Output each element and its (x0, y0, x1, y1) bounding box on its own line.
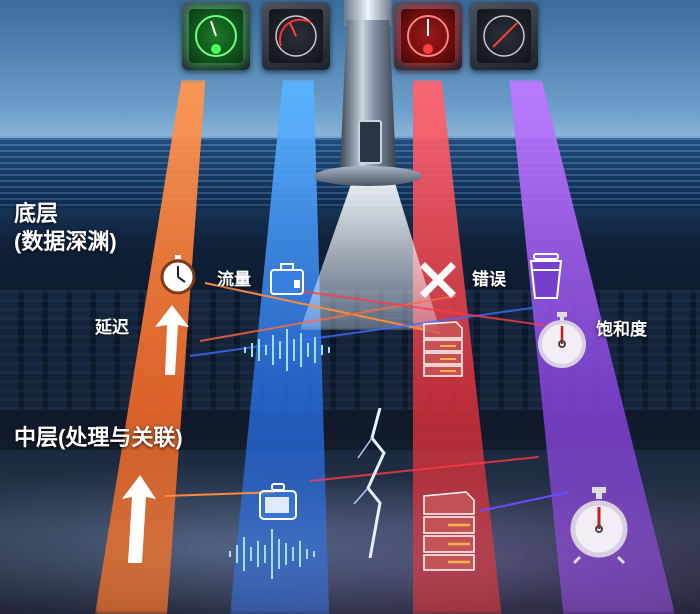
server-stack-icon (420, 490, 478, 572)
box-icon (257, 483, 301, 523)
waveform-icon (225, 527, 335, 582)
lighthouse-door (358, 120, 382, 164)
errors-label: 错误 (472, 270, 506, 289)
latency-label: 延迟 (95, 318, 129, 337)
x-icon (420, 262, 456, 298)
gauge-icon (407, 15, 449, 57)
lighthouse-base (314, 166, 422, 186)
bottom-layer-title: 底层 (数据深渊) (14, 200, 117, 256)
errors-gauge (394, 2, 462, 70)
bottom-layer-title-line2: (数据深渊) (14, 229, 117, 254)
gauge-dial (189, 9, 243, 63)
waveform-icon (240, 325, 340, 375)
lightning-icon (350, 408, 400, 558)
latency-gauge (182, 2, 250, 70)
bottom-layer-title-line1: 底层 (14, 201, 59, 226)
arrow-up-icon (120, 475, 156, 565)
middle-layer-title: 中层(处理与关联) (14, 425, 183, 450)
saturation-label: 饱和度 (596, 320, 647, 339)
stopwatch-icon (535, 310, 589, 370)
saturation-gauge (470, 2, 538, 70)
gauge-icon (483, 15, 525, 57)
bucket-icon (528, 252, 564, 302)
arrow-up-icon (155, 305, 189, 375)
traffic-label: 流量 (217, 270, 251, 289)
stopwatch-icon (158, 254, 198, 296)
traffic-gauge (262, 2, 330, 70)
lighthouse-tower (314, 0, 422, 190)
gauge-icon (275, 15, 317, 57)
gauge-dial (401, 9, 455, 63)
box-icon (268, 262, 308, 298)
gauge-icon (195, 15, 237, 57)
stopwatch-icon (568, 485, 630, 565)
gauge-dial (477, 9, 531, 63)
gauge-dial (269, 9, 323, 63)
server-stack-icon (418, 320, 466, 378)
